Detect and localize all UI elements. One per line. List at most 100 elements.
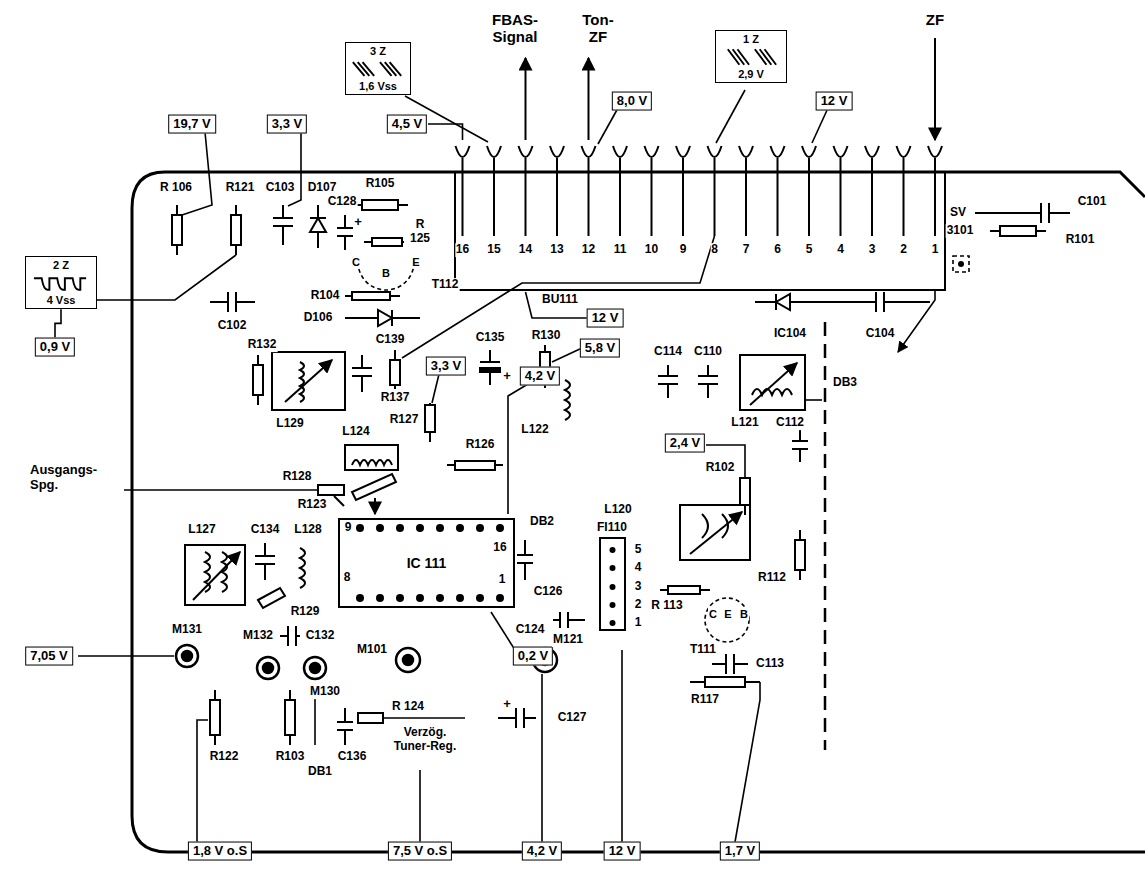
part-label: R130 [531,329,562,343]
voltage-value: 5,8 V [585,341,615,356]
voltage-value: 0,9 V [40,340,70,355]
pin-letter: C [351,256,361,269]
leader-line [197,720,208,842]
part-label: R102 [705,461,736,475]
part-label: R103 [275,750,306,764]
part-label: DB3 [832,376,858,390]
voltage-value: 0,2 V [518,649,548,664]
connector-strip [456,146,943,236]
pin-number: 7 [742,243,751,257]
pin-dot [496,594,504,602]
waveform [349,58,407,80]
part-label: L121 [730,416,759,430]
leader-line [898,290,935,352]
part-label: C112 [775,416,805,430]
pin-number: 9 [344,521,353,535]
capacitor-symbol [975,203,1070,223]
part-label: L124 [341,425,370,439]
leader-line [621,650,623,842]
pin-number: 1 [498,573,507,587]
capacitor-symbol [337,215,353,250]
coil-symbol [352,460,392,465]
part-label: R 124 [391,700,425,714]
signal-arrow [526,38,936,140]
part-label: C128 [327,195,358,209]
part-label: T112 [431,278,460,292]
leader-line [805,399,822,401]
part-label: L128 [293,523,322,537]
measuring-point [257,657,279,679]
pin-dot [610,584,616,590]
capacitor-symbol [337,708,353,745]
leader-line [491,612,515,650]
pin-dot [416,524,424,532]
coil-symbol [690,512,742,554]
voltage-value: 1,7 V [725,844,755,859]
ic-package: IC 111 [338,518,515,608]
pin-number: 14 [518,243,533,257]
oscillogram-box: 2 Z4 Vss [25,256,97,309]
pin-dot [436,594,444,602]
leader-line [383,717,465,719]
pin-dot [376,594,384,602]
measuring-point [396,648,420,672]
voltage-box: 12 V [604,842,641,861]
leader-line [419,770,421,842]
pin-dot [376,524,384,532]
part-label: R126 [465,438,496,452]
part-label: R112 [757,571,787,585]
pin-dot [436,524,444,532]
part-label: C139 [375,333,406,347]
amplitude-value: 1,6 Vss [359,80,397,93]
pin-dot [456,594,464,602]
part-label: R105 [365,177,396,191]
pin-number: 8 [343,571,352,585]
voltage-value: 12 V [592,311,619,326]
measuring-point-label: M121 [552,633,584,647]
voltage-box: 1,7 V [720,842,760,861]
capacitor-symbol [255,543,275,580]
leader-line [182,132,212,215]
leader-line [508,384,528,514]
transistor-outline [705,598,749,642]
resistor-symbol [177,205,1046,745]
part-label: C127 [557,711,588,725]
diode-symbol [310,205,326,248]
part-label: L127 [187,523,216,537]
leader-connector [55,309,61,337]
pin-number: 1 [634,616,643,630]
resistor-symbol [668,586,700,594]
part-label: C134 [250,523,281,537]
trace-number: 1 Z [743,33,759,46]
resistor-symbol [352,474,396,500]
diode-symbol [378,310,392,326]
pin-number: 3 [634,580,643,594]
signal-arrow [934,38,936,140]
pin-dot [416,594,424,602]
pin-letter: E [411,256,420,269]
capacitor-symbol [352,355,372,392]
coil-symbol [750,363,797,405]
part-label: L120 [603,503,632,517]
voltage-box: 1,8 V o.S [188,842,252,861]
pin-number: 8 [710,243,719,257]
leader-line [552,348,582,362]
voltage-box: 3,3 V [267,115,307,134]
capacitor-symbol [658,365,678,398]
part-label: DB2 [529,515,555,529]
amplitude-value: 2,9 V [738,68,764,81]
diode-symbol [755,294,862,310]
part-label: D106 [303,311,334,325]
voltage-value: 19,7 V [173,117,211,132]
part-label: C110 [693,345,723,359]
resistor-symbol [390,360,400,385]
measuring-point [263,663,273,673]
leader-line [526,292,589,318]
voltage-box: 7,05 V [25,647,73,666]
pin-number: 9 [679,243,688,257]
capacitor-symbol [698,365,718,398]
measuring-point [176,645,198,667]
leader-line [716,90,745,143]
pin-letter: E [723,608,732,621]
